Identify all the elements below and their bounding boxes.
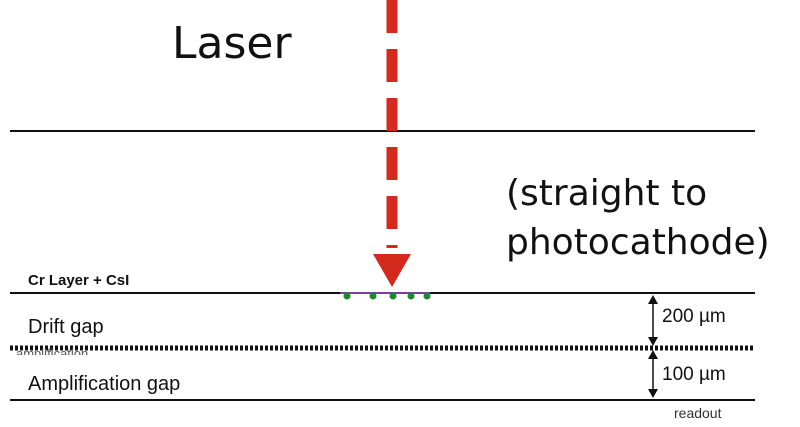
cathode-layer-label: Cr Layer + CsI	[28, 272, 130, 289]
drift-gap-arrowhead-top	[648, 295, 658, 304]
laser-arrowhead	[373, 254, 411, 287]
drift-gap-dimension: 200 µm	[662, 306, 726, 327]
note-line-1: (straight to	[506, 173, 708, 214]
amplification-gap-arrowhead-bottom	[648, 389, 658, 398]
amplification-gap-label: Amplification gap	[28, 373, 181, 395]
electron-dot	[407, 292, 415, 300]
electron-dot	[423, 292, 431, 300]
drift-gap-label: Drift gap	[28, 316, 104, 338]
electron-dot	[369, 292, 377, 300]
amplification-overlap-text: amplification	[16, 346, 89, 355]
amplification-gap-arrowhead-top	[648, 350, 658, 359]
laser-label: Laser	[172, 18, 292, 69]
note-line-2: photocathode)	[506, 222, 770, 263]
amplification-gap-dimension: 100 µm	[662, 364, 726, 385]
electron-dot	[389, 292, 397, 300]
electron-dot	[343, 292, 351, 300]
drift-gap-arrowhead-bottom	[648, 337, 658, 346]
readout-label: readout	[674, 405, 722, 421]
